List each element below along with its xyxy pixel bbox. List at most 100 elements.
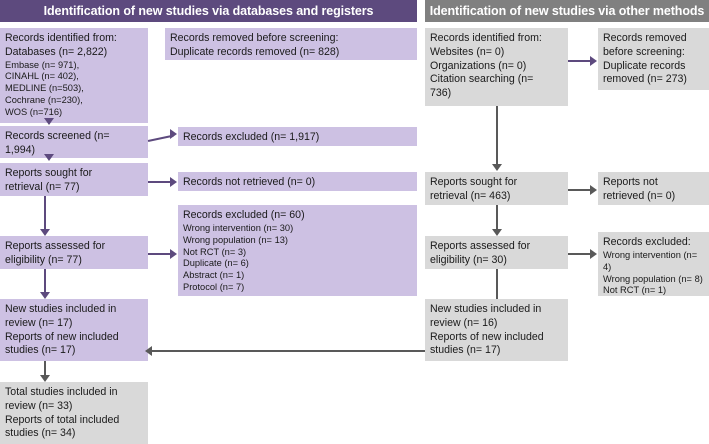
right-identification-box: Records identified from: Websites (n= 0)… bbox=[425, 28, 568, 106]
right-new-included-line-1: review (n= 16) bbox=[430, 316, 498, 329]
left-excluded-reason-4: Abstract (n= 1) bbox=[183, 270, 245, 281]
connector-right-identification-to-removed bbox=[568, 60, 592, 62]
left-reports-sought-line-0: Reports sought for bbox=[5, 167, 93, 179]
left-total-included-line-3: studies (n= 34) bbox=[5, 427, 76, 440]
left-records-excluded-assessed-box: Records excluded (n= 60) Wrong intervent… bbox=[178, 205, 417, 296]
left-excluded-reason-1: Wrong population (n= 13) bbox=[183, 234, 289, 245]
left-identification-sub-1: CINAHL (n= 402), bbox=[5, 71, 79, 82]
arrow-left-new-to-total bbox=[40, 375, 50, 382]
left-records-removed-box: Records removed before screening: Duplic… bbox=[165, 28, 417, 60]
left-excluded-reason-3: Duplicate (n= 6) bbox=[183, 258, 249, 269]
connector-right-assessed-to-included bbox=[496, 269, 498, 300]
arrow-right-identification-to-removed bbox=[590, 56, 597, 66]
connector-right-identification-to-sought bbox=[496, 106, 498, 168]
right-reports-sought-line-1: retrieval (n= 463) bbox=[430, 189, 511, 202]
right-excluded-reason-2: Wrong population (n= 8) bbox=[603, 273, 703, 284]
right-reports-assessed-line-1: eligibility (n= 30) bbox=[430, 253, 507, 266]
left-new-studies-included-box: New studies included in review (n= 17) R… bbox=[0, 299, 148, 361]
right-not-retrieved-line-0: Reports not bbox=[603, 176, 658, 188]
left-identification-line-1: Databases (n= 2,822) bbox=[5, 45, 108, 58]
arrow-right-identification-to-sought bbox=[492, 164, 502, 171]
right-reports-sought-line-0: Reports sought for bbox=[430, 176, 518, 188]
connector-assessed-to-excluded bbox=[148, 253, 172, 255]
left-records-excluded-screened-box: Records excluded (n= 1,917) bbox=[178, 127, 417, 146]
right-identification-line-4: 736) bbox=[430, 87, 452, 100]
left-records-screened-line-1: 1,994) bbox=[5, 143, 36, 156]
arrow-left-screened-to-sought bbox=[44, 154, 54, 161]
arrow-right-assessed-to-excluded bbox=[590, 249, 597, 259]
right-panel-header: Identification of new studies via other … bbox=[425, 0, 709, 22]
left-records-screened-line-0: Records screened (n= bbox=[5, 130, 110, 142]
left-total-studies-included-box: Total studies included in review (n= 33)… bbox=[0, 382, 148, 444]
left-records-excluded-assessed-title: Records excluded (n= 60) bbox=[183, 209, 305, 221]
arrow-sought-to-not-retrieved bbox=[170, 177, 177, 187]
left-records-removed-line-0: Records removed before screening: bbox=[170, 32, 339, 44]
arrow-right-included-to-left-included bbox=[145, 346, 152, 356]
right-identification-line-3: Citation searching (n= bbox=[430, 73, 534, 86]
right-records-excluded-box: Records excluded: Wrong intervention (n=… bbox=[598, 232, 709, 296]
arrow-left-assessed-to-included bbox=[40, 292, 50, 299]
left-new-included-line-2: Reports of new included bbox=[5, 330, 119, 343]
right-records-removed-line-1: before screening: bbox=[603, 45, 685, 58]
arrow-left-identification-to-screened bbox=[44, 118, 54, 125]
connector-left-new-to-total bbox=[44, 361, 46, 378]
right-reports-sought-box: Reports sought for retrieval (n= 463) bbox=[425, 172, 568, 205]
connector-sought-to-not-retrieved bbox=[148, 181, 172, 183]
left-excluded-reason-5: Protocol (n= 7) bbox=[183, 282, 245, 293]
left-identification-sub-3: Cochrane (n=230), bbox=[5, 95, 83, 106]
right-excluded-reason-0: Wrong intervention (n= bbox=[603, 249, 698, 260]
right-reports-assessed-box: Reports assessed for eligibility (n= 30) bbox=[425, 236, 568, 269]
right-new-included-line-3: studies (n= 17) bbox=[430, 344, 501, 357]
left-total-included-line-0: Total studies included in bbox=[5, 386, 118, 398]
connector-right-sought-to-not-retrieved bbox=[568, 189, 592, 191]
arrow-assessed-to-excluded bbox=[170, 249, 177, 259]
arrow-right-sought-to-assessed bbox=[492, 229, 502, 236]
left-panel-header: Identification of new studies via databa… bbox=[0, 0, 417, 22]
right-excluded-reason-1: 4) bbox=[603, 261, 612, 272]
arrow-right-sought-to-not-retrieved bbox=[590, 185, 597, 195]
left-total-included-line-2: Reports of total included bbox=[5, 413, 120, 426]
connector-right-included-to-left-included bbox=[152, 350, 425, 352]
left-new-included-line-3: studies (n= 17) bbox=[5, 344, 76, 357]
left-reports-assessed-line-1: eligibility (n= 77) bbox=[5, 253, 82, 266]
right-new-included-line-0: New studies included in bbox=[430, 303, 542, 315]
left-records-removed-line-1: Duplicate records removed (n= 828) bbox=[170, 45, 340, 58]
left-identification-box: Records identified from: Databases (n= 2… bbox=[0, 28, 148, 123]
right-new-included-line-2: Reports of new included bbox=[430, 330, 544, 343]
left-excluded-reason-0: Wrong intervention (n= 30) bbox=[183, 222, 294, 233]
connector-left-sought-to-assessed bbox=[44, 196, 46, 233]
left-excluded-reason-2: Not RCT (n= 3) bbox=[183, 246, 247, 257]
arrow-left-sought-to-assessed bbox=[40, 229, 50, 236]
right-records-excluded-title: Records excluded: bbox=[603, 236, 691, 248]
left-reports-assessed-box: Reports assessed for eligibility (n= 77) bbox=[0, 236, 148, 269]
left-new-included-line-0: New studies included in bbox=[5, 303, 117, 315]
left-identification-sub-4: WOS (n=716) bbox=[5, 107, 63, 118]
left-identification-sub-0: Embase (n= 971), bbox=[5, 59, 80, 70]
left-reports-sought-line-1: retrieval (n= 77) bbox=[5, 180, 80, 193]
left-total-included-line-1: review (n= 33) bbox=[5, 399, 73, 412]
left-identification-line-0: Records identified from: bbox=[5, 32, 117, 44]
right-identification-line-2: Organizations (n= 0) bbox=[430, 59, 527, 72]
right-identification-line-0: Records identified from: bbox=[430, 32, 542, 44]
right-records-removed-line-0: Records removed bbox=[603, 32, 687, 44]
left-identification-sub-2: MEDLINE (n=503), bbox=[5, 83, 84, 94]
left-records-not-retrieved-line-0: Records not retrieved (n= 0) bbox=[183, 176, 316, 188]
connector-left-assessed-to-included bbox=[44, 269, 46, 297]
left-reports-assessed-line-0: Reports assessed for bbox=[5, 240, 106, 252]
right-identification-line-1: Websites (n= 0) bbox=[430, 45, 505, 58]
left-new-included-line-1: review (n= 17) bbox=[5, 316, 73, 329]
left-records-screened-box: Records screened (n= 1,994) bbox=[0, 126, 148, 158]
left-records-excluded-screened-line-0: Records excluded (n= 1,917) bbox=[183, 131, 320, 143]
right-reports-not-retrieved-box: Reports not retrieved (n= 0) bbox=[598, 172, 709, 205]
right-reports-assessed-line-0: Reports assessed for bbox=[430, 240, 531, 252]
connector-right-assessed-to-excluded bbox=[568, 253, 592, 255]
right-records-removed-line-2: Duplicate records bbox=[603, 59, 686, 72]
right-not-retrieved-line-1: retrieved (n= 0) bbox=[603, 189, 676, 202]
connector-right-sought-to-assessed bbox=[496, 205, 498, 233]
right-excluded-reason-3: Not RCT (n= 1) bbox=[603, 285, 667, 296]
right-records-removed-line-3: removed (n= 273) bbox=[603, 73, 687, 86]
left-records-not-retrieved-box: Records not retrieved (n= 0) bbox=[178, 172, 417, 191]
right-records-removed-box: Records removed before screening: Duplic… bbox=[598, 28, 709, 90]
arrow-screened-to-excluded bbox=[170, 129, 177, 139]
